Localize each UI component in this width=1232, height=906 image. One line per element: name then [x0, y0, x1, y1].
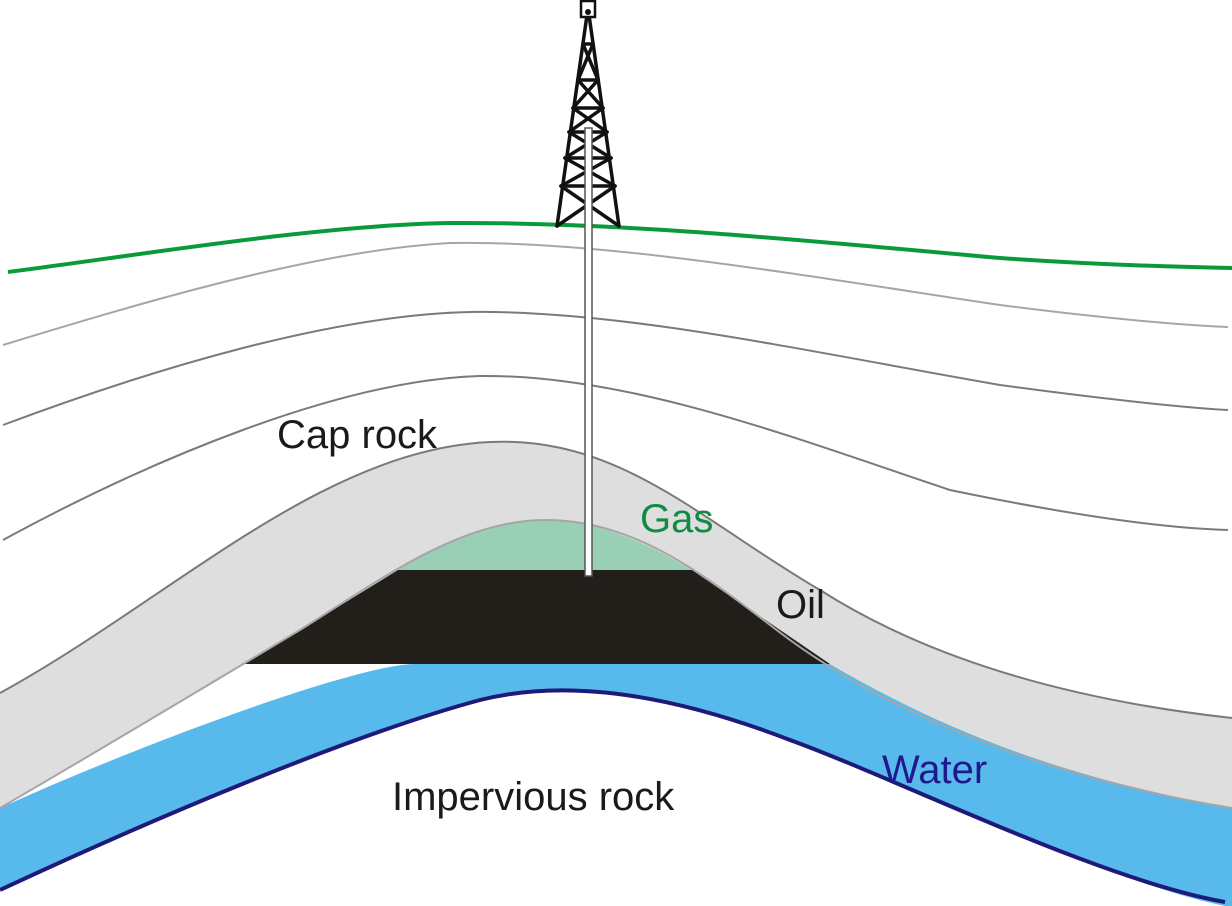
oil-reservoir	[245, 570, 830, 664]
water-layer	[0, 663, 1232, 906]
label-cap-rock: Cap rock	[277, 413, 438, 457]
label-impervious-rock: Impervious rock	[392, 775, 675, 819]
gas-cap	[398, 520, 692, 570]
label-water: Water	[882, 748, 987, 792]
stratum-line-3	[2, 374, 1229, 541]
stratum-line-2	[2, 310, 1229, 426]
ground-surface-line	[7, 220, 1232, 274]
cap-rock-upper-boundary	[0, 440, 1232, 719]
cap-rock-lower-boundary	[0, 518, 1232, 809]
impervious-rock-boundary	[0, 688, 1226, 904]
well-pipe	[584, 127, 593, 577]
label-oil: Oil	[776, 583, 825, 627]
stratum-line-1	[2, 241, 1229, 346]
label-gas: Gas	[640, 497, 713, 541]
